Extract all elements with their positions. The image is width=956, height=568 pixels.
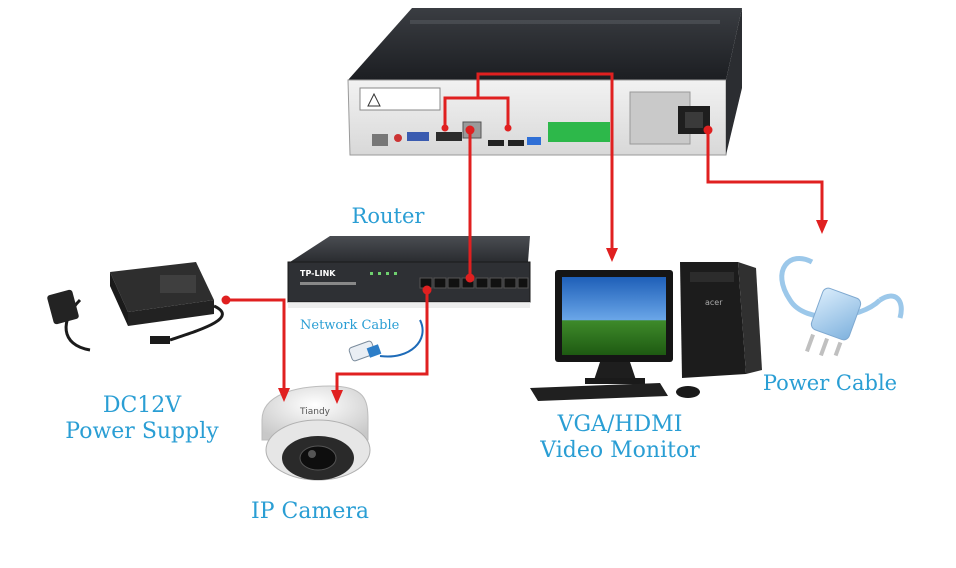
ip-camera-device: Tiandy [261, 385, 371, 481]
router-device: TP-LINK [287, 236, 531, 308]
video-monitor-label-line1: VGA/HDMI [557, 412, 683, 437]
nvr-recorder [347, 8, 742, 156]
power-supply-label-line1: DC12V [102, 393, 182, 418]
power-cable-plug [779, 255, 904, 357]
connection-dots [221, 124, 713, 305]
power-supply-label-line2: Power Supply [65, 418, 219, 444]
power-supply-adapter [47, 262, 224, 352]
power-cable-label: Power Cable [762, 371, 898, 395]
power-supply-label: DC12V Power Supply [52, 393, 232, 445]
network-cable-label: Network Cable [300, 318, 400, 333]
connection-arrows [278, 220, 828, 404]
video-monitor-label-line2: Video Monitor [540, 437, 700, 463]
camera-brand-text: Tiandy [299, 407, 331, 417]
video-monitor-label: VGA/HDMI Video Monitor [520, 412, 720, 464]
pc-brand-text: acer [705, 298, 723, 307]
video-monitor-pc: acer [530, 262, 762, 401]
router-brand-text: TP-LINK [300, 269, 336, 278]
router-label: Router [351, 204, 425, 228]
network-cable-icon [348, 319, 424, 362]
connection-lines [226, 72, 824, 392]
ip-camera-label: IP Camera [251, 499, 369, 524]
